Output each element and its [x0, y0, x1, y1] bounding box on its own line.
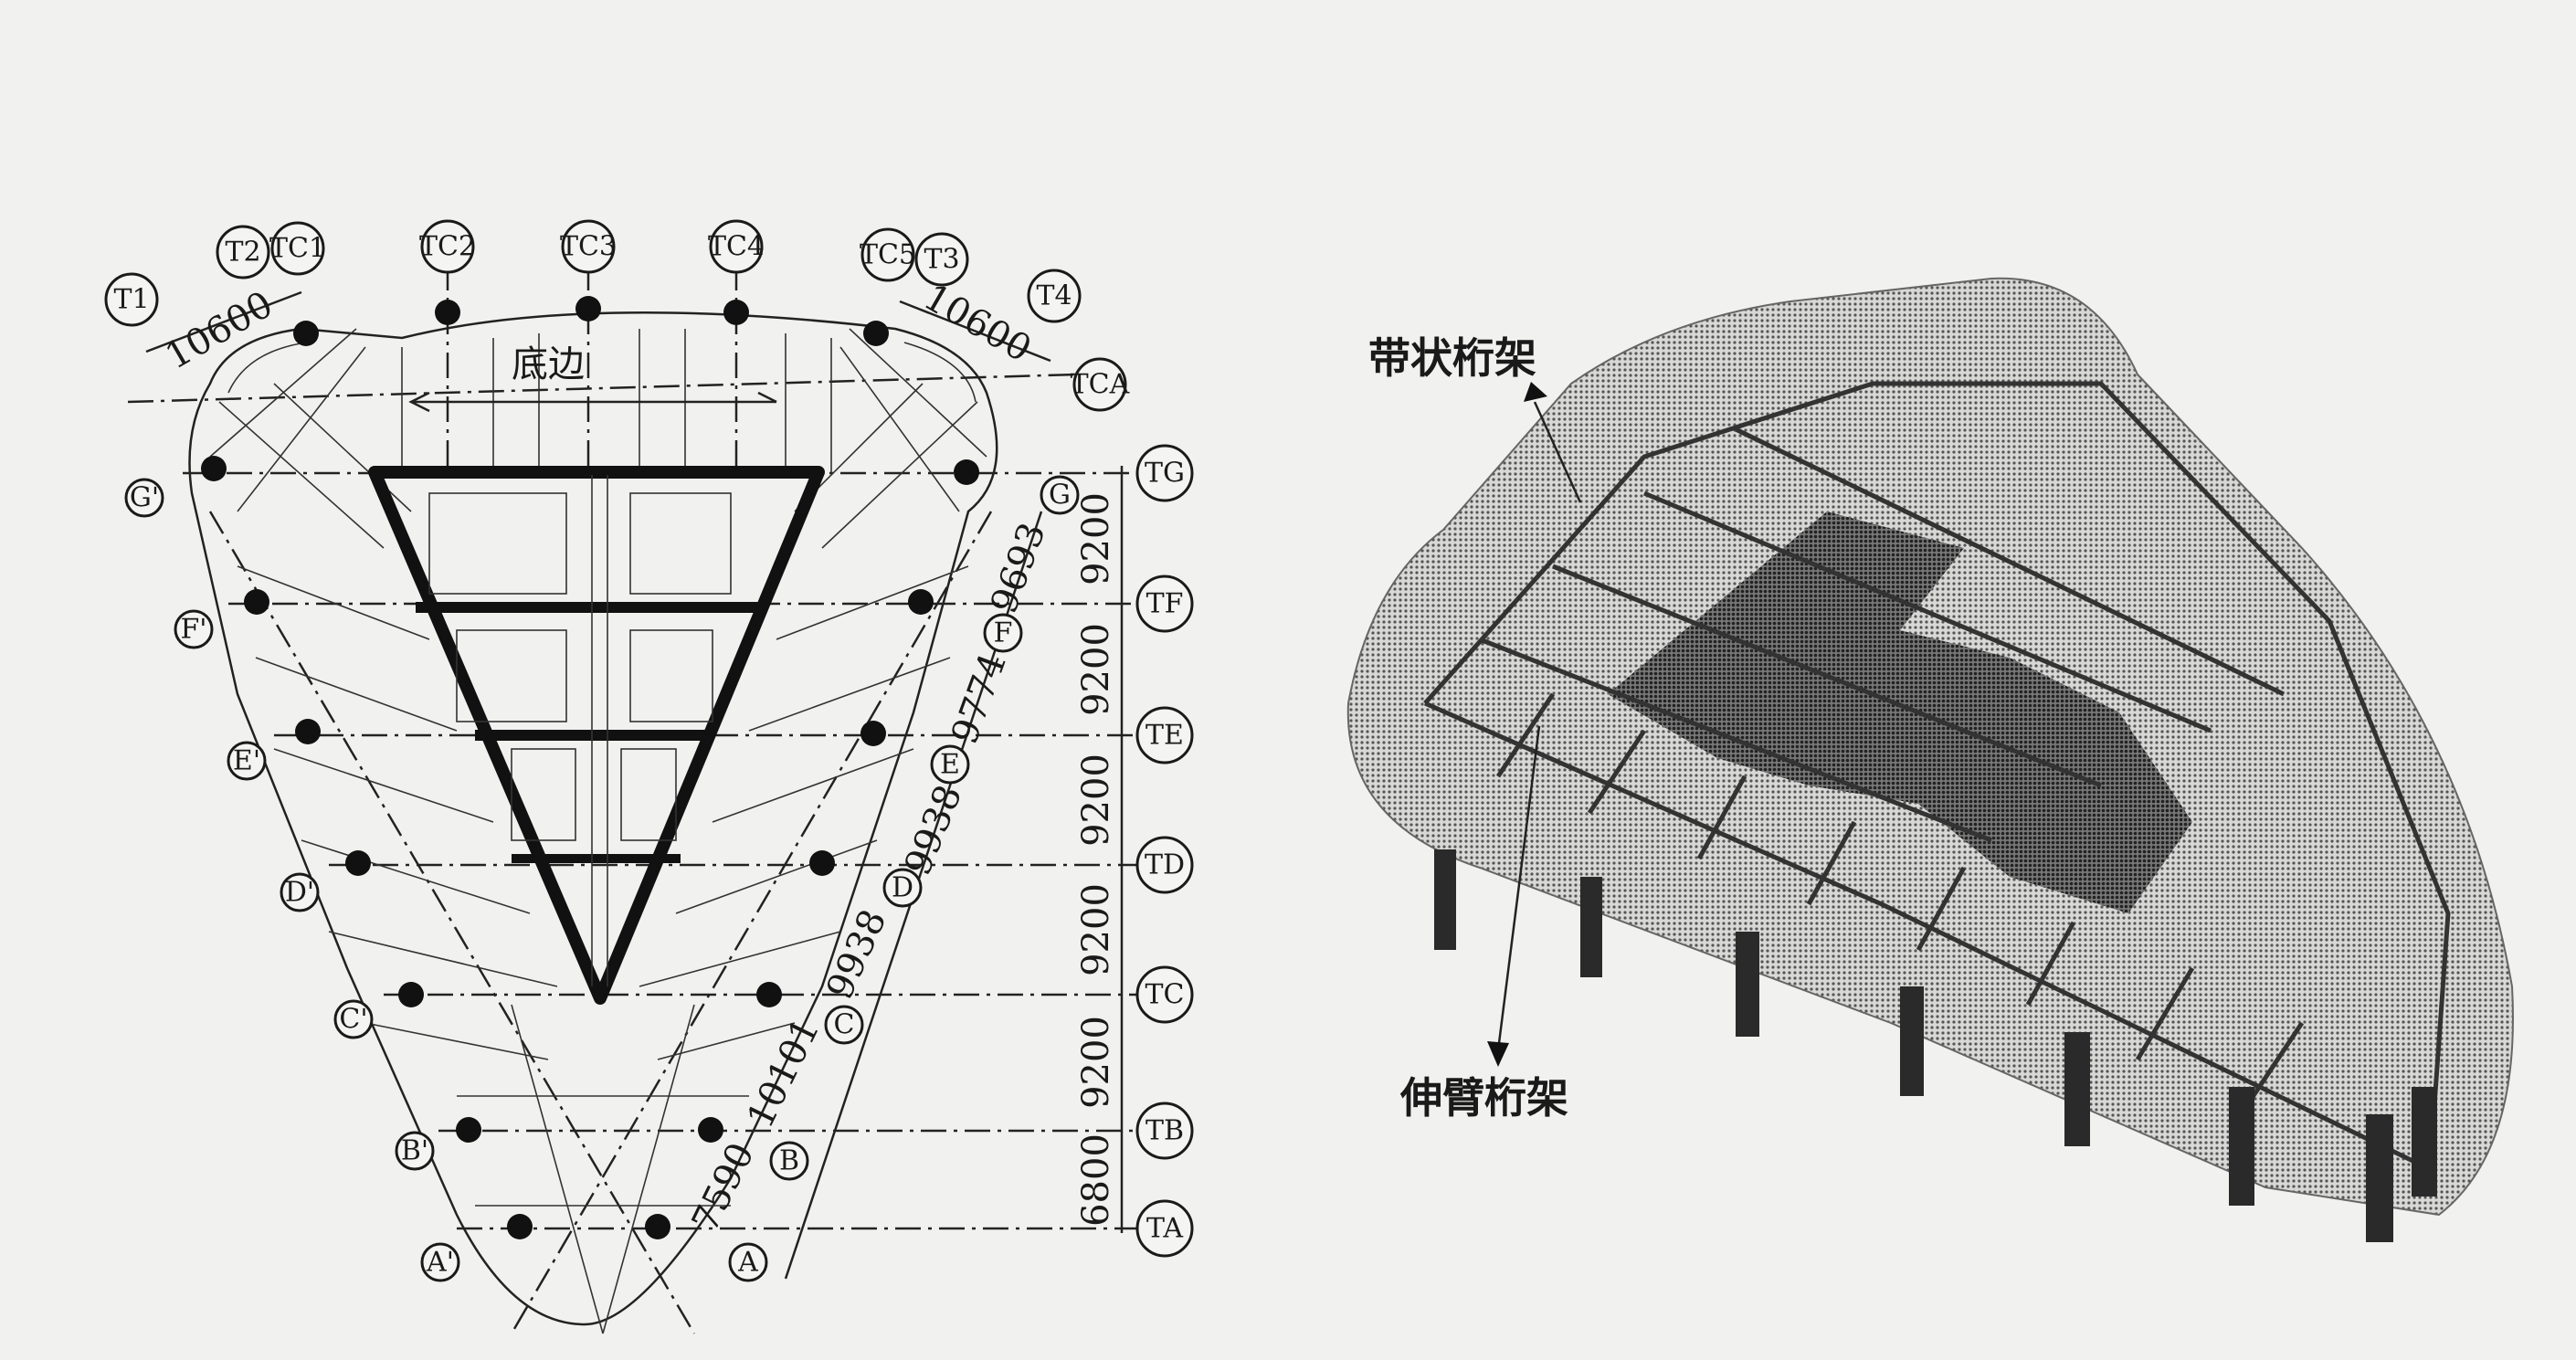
svg-text:C': C' [339, 1004, 367, 1036]
svg-text:G: G [1049, 480, 1071, 511]
svg-text:F: F [994, 617, 1013, 649]
core-walls [368, 466, 825, 1005]
svg-text:G': G' [130, 482, 159, 514]
columns [201, 296, 979, 1239]
outrigger-truss-arrow-icon [1487, 725, 1541, 1067]
svg-text:TA: TA [1146, 1213, 1183, 1245]
floor-plan: 底边 9200 9200 9200 9200 9200 6800 9693 97… [104, 219, 1194, 1334]
svg-text:T3: T3 [924, 244, 959, 276]
belt-truss-arrow-icon [1524, 382, 1582, 503]
svg-text:TD: TD [1145, 849, 1185, 881]
svg-text:D': D' [285, 877, 314, 909]
svg-text:9200: 9200 [1075, 1016, 1117, 1109]
left-axis-labels: G' F' E' D' C' B' A' [124, 478, 460, 1282]
svg-text:9200: 9200 [1075, 883, 1117, 976]
svg-text:D: D [892, 872, 913, 904]
base-arrow-icon [408, 391, 777, 413]
svg-text:10101: 10101 [739, 1012, 828, 1135]
svg-text:C: C [834, 1009, 855, 1041]
svg-text:TC1: TC1 [269, 233, 326, 265]
svg-text:6800: 6800 [1075, 1133, 1117, 1227]
svg-text:9693: 9693 [983, 517, 1054, 618]
svg-text:TF: TF [1146, 588, 1184, 620]
svg-text:E': E' [233, 745, 260, 777]
svg-text:7590: 7590 [684, 1136, 763, 1239]
slab-outline [188, 311, 998, 1326]
svg-text:TCA: TCA [1071, 369, 1130, 401]
svg-text:T2: T2 [225, 237, 260, 269]
right-axis-labels: TG TF TE TD TC TB TA [1135, 444, 1194, 1258]
vertical-dimensions: 9200 9200 9200 9200 9200 6800 [1075, 492, 1117, 1227]
svg-text:TB: TB [1145, 1115, 1184, 1147]
structural-3d-model: 带状桁架 伸臂桁架 [1346, 277, 2514, 1242]
svg-text:TC3: TC3 [560, 231, 617, 263]
svg-text:TE: TE [1145, 720, 1184, 752]
top-axis-labels: T1 T2 TC1 TC2 TC3 TC4 TC5 T3 T4 TCA [104, 219, 1130, 412]
svg-text:9200: 9200 [1075, 754, 1117, 847]
svg-text:TC: TC [1145, 979, 1185, 1011]
svg-text:E: E [940, 749, 960, 781]
svg-text:A': A' [426, 1247, 454, 1279]
svg-text:TG: TG [1145, 458, 1185, 490]
truss-frame [1423, 381, 2451, 1172]
svg-text:TC2: TC2 [419, 231, 476, 263]
top-dim-left: 10600 [158, 283, 280, 377]
svg-text:T4: T4 [1036, 280, 1072, 312]
svg-text:F': F' [180, 614, 206, 646]
svg-text:TC5: TC5 [860, 239, 916, 271]
svg-text:B: B [779, 1145, 799, 1177]
top-dim-right: 10600 [916, 276, 1038, 370]
svg-text:9200: 9200 [1075, 492, 1117, 585]
core-shaded [1608, 511, 2192, 913]
svg-text:TC4: TC4 [708, 231, 765, 263]
svg-text:A: A [737, 1247, 758, 1279]
belt-truss-label: 带状桁架 [1368, 333, 1536, 383]
svg-text:9774: 9774 [944, 648, 1015, 749]
columns-3d [1434, 849, 2437, 1242]
base-label: 底边 [512, 343, 585, 385]
svg-text:T1: T1 [113, 284, 149, 316]
svg-text:9200: 9200 [1075, 623, 1117, 716]
svg-text:B': B' [401, 1135, 428, 1167]
outrigger-truss-label: 伸臂桁架 [1399, 1073, 1568, 1123]
edge-axis-labels: G F E D C B A [728, 475, 1080, 1282]
svg-text:9938: 9938 [818, 903, 894, 1006]
